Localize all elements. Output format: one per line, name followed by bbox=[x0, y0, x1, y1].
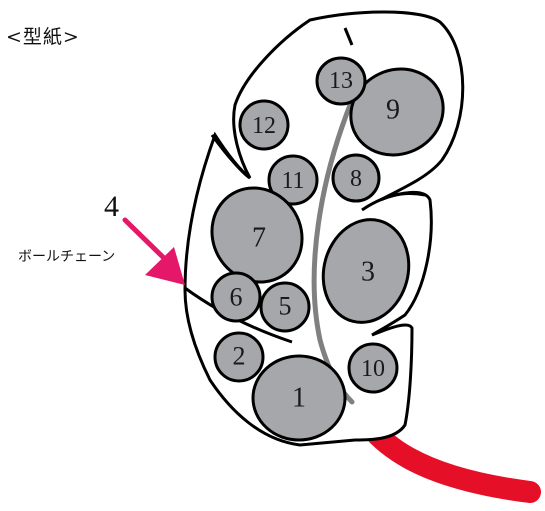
piece-label-3: 3 bbox=[361, 257, 375, 288]
cut-line-top-right bbox=[343, 27, 354, 46]
ball-chain-arrow bbox=[122, 217, 185, 285]
piece-1 bbox=[251, 354, 347, 442]
piece-9 bbox=[349, 67, 445, 157]
callout-number: 4 bbox=[104, 190, 119, 223]
piece-label-11: 11 bbox=[281, 168, 304, 194]
pieces-group bbox=[210, 56, 445, 442]
piece-13 bbox=[315, 56, 367, 106]
page-title: <型紙> bbox=[6, 26, 80, 48]
labels-group: 9 13 12 11 8 7 3 6 5 2 10 1 bbox=[230, 68, 401, 414]
piece-8 bbox=[331, 153, 381, 203]
piece-3 bbox=[321, 218, 411, 324]
piece-label-5: 5 bbox=[279, 292, 292, 321]
callout-label: ボールチェーン bbox=[18, 249, 116, 265]
piece-label-13: 13 bbox=[329, 68, 353, 94]
piece-label-12: 12 bbox=[252, 113, 276, 139]
piece-10 bbox=[347, 342, 399, 394]
piece-label-8: 8 bbox=[350, 166, 362, 192]
piece-label-1: 1 bbox=[292, 383, 306, 414]
cut-line-top-left bbox=[210, 134, 251, 180]
piece-label-7: 7 bbox=[252, 223, 266, 254]
piece-label-10: 10 bbox=[361, 356, 385, 382]
piece-12 bbox=[238, 99, 290, 151]
piece-6 bbox=[210, 271, 262, 323]
piece-label-6: 6 bbox=[230, 283, 243, 312]
piece-label-9: 9 bbox=[386, 95, 400, 126]
piece-2 bbox=[213, 331, 265, 383]
piece-11 bbox=[267, 154, 319, 206]
piece-5 bbox=[259, 281, 311, 333]
piece-label-2: 2 bbox=[233, 342, 246, 371]
piece-7 bbox=[210, 186, 304, 284]
cut-line-mid-right bbox=[361, 191, 426, 212]
